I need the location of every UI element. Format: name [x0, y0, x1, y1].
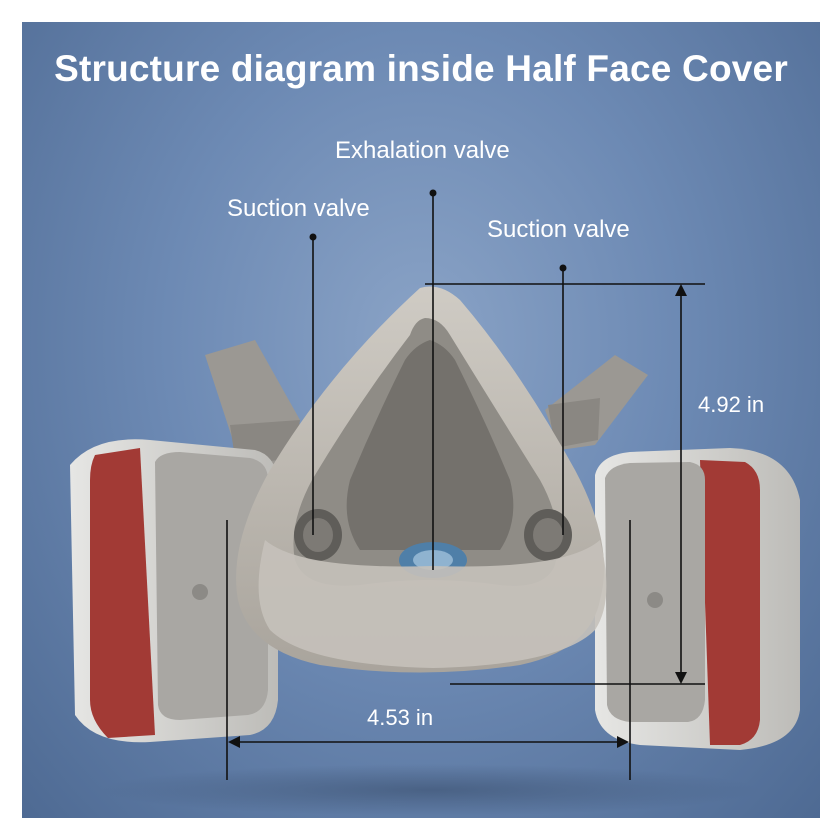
- callout-markers: [228, 189, 687, 748]
- exhalation-valve-label: Exhalation valve: [335, 137, 510, 164]
- height-arrow-bottom: [675, 672, 687, 684]
- width-dimension-label: 4.53 in: [367, 705, 434, 730]
- height-arrow-top: [675, 284, 687, 296]
- height-dimension-label: 4.92 in: [698, 392, 765, 417]
- right-strap: [545, 355, 648, 450]
- left-filter-cartridge: [70, 439, 278, 743]
- right-filter-cartridge: [595, 448, 800, 750]
- width-arrow-left: [228, 736, 240, 748]
- floor-shadow: [100, 764, 760, 816]
- right-suction-valve-label: Suction valve: [487, 216, 630, 243]
- callout-lines: [226, 193, 705, 780]
- mask-body: [236, 286, 607, 673]
- width-arrow-right: [617, 736, 629, 748]
- left-suction-valve-label: Suction valve: [227, 195, 370, 222]
- diagram-title: Structure diagram inside Half Face Cover: [54, 48, 788, 89]
